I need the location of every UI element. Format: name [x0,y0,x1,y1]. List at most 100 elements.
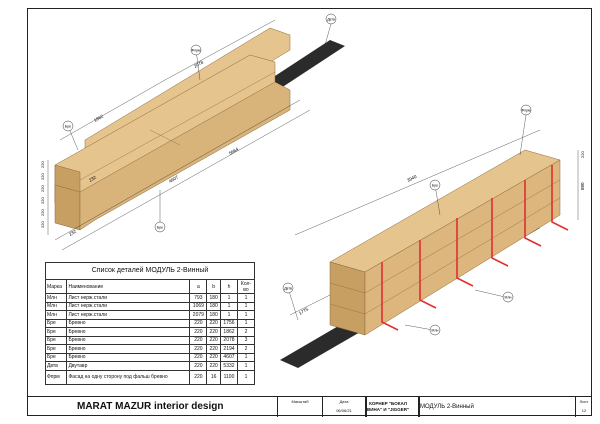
table-cell: 1 [219,293,239,303]
table-cell: Фпрм [44,369,68,385]
view1-height-dims: 220 220 220 220 220 220 [40,161,45,228]
table-cell: 220 [206,327,221,337]
table-cell: 220 [189,344,208,354]
dim-1862: 1862 [93,113,105,123]
callout-bubble [502,291,514,303]
svg-text:Бре: Бре [432,184,438,188]
table-cell: 220 [206,335,221,345]
table-cell: 220 [189,335,208,345]
svg-text:Бре: Бре [157,226,163,230]
dim-3940: 3940 [406,174,418,183]
table-cell: Бре [44,344,68,354]
scale-cell: Масштаб [277,397,322,417]
table-cell: Бре [44,327,68,337]
date-cell: Дата 06/06/21 [322,397,365,417]
sheet-frame [27,8,592,416]
table-cell: 220 [189,361,208,371]
view2-dimension-lines [289,129,579,316]
table-cell: Бревно [66,344,191,354]
table-cell: 220 [189,318,208,328]
svg-text:220: 220 [40,161,45,168]
callout-bubble [520,104,532,116]
svg-text:Бре: Бре [65,125,71,129]
dim-5664: 5664 [228,146,240,156]
table-cell: 220 [206,352,221,362]
title-block: MARAT MAZUR interior design Масштаб Дата… [27,396,592,417]
table-cell: Бревно [66,318,191,328]
date-value: 06/06/21 [336,408,352,413]
table-cell: 2 [237,344,255,354]
view1-assembly: 1862 2078 4607 5664 232 232 220 220 220 … [40,13,345,251]
company-name: MARAT MAZUR interior design [77,401,224,412]
view1-callout-bubbles: Фпрм Бре Бре Двтв [62,13,337,233]
view2-assembly: 3940 880 1775 220 Бре Фпрм Млн Млн [280,104,585,368]
table-cell: Двутавр [66,361,191,371]
table-cell: 1 [237,352,255,362]
dim-220: 220 [580,151,585,158]
dim-4607: 4607 [168,174,180,184]
table-cell: 1069 [189,301,208,311]
callout-bubble [429,324,441,336]
svg-text:Двтв: Двтв [327,18,335,22]
dim-880: 880 [580,182,585,190]
table-cell: Двтв [44,361,68,371]
table-cell: 180 [206,310,221,320]
table-cell: 220 [189,327,208,337]
svg-text:Млн: Млн [505,296,512,300]
callout-bubble [62,120,74,132]
table-cell: Лист нерж.стали [66,310,191,320]
dim-232-top: 232 [88,175,97,183]
table-cell: 3 [237,335,255,345]
table-cell: 1 [237,293,255,303]
table-cell: 220 [206,318,221,328]
table-cell: 2078 [219,335,239,345]
dim-1775: 1775 [298,306,310,316]
callout-bubble [154,221,166,233]
view2-log-ends [329,261,366,336]
table-cell: 220 [206,361,221,371]
table-cell: 2194 [219,344,239,354]
table-cell: 1 [237,369,255,385]
view1-log-end-bottom [54,184,81,231]
table-cell: 16 [206,369,221,385]
svg-text:220: 220 [40,209,45,216]
table-cell: 180 [206,301,221,311]
table-cell: Бревно [66,335,191,345]
sheet-cell: Лист 12 [575,397,592,417]
svg-text:220: 220 [40,185,45,192]
table-cell: 2079 [189,310,208,320]
callout-bubble [190,44,202,56]
svg-text:220: 220 [40,173,45,180]
parts-table-caption: Список деталей МОДУЛЬ 2-Винный [45,262,255,280]
dim-232-bottom: 232 [68,229,77,237]
table-cell: Млн [44,301,68,311]
view1-log-lower [79,81,291,231]
callout-bubble [429,179,441,191]
svg-text:Млн: Млн [432,329,439,333]
svg-text:220: 220 [40,221,45,228]
table-cell: Млн [44,310,68,320]
table-cell: 1756 [219,318,239,328]
table-cell: 2 [237,327,255,337]
svg-text:220: 220 [40,197,45,204]
table-cell: 1 [237,301,255,311]
table-cell: 1 [219,301,239,311]
table-cell: 180 [206,293,221,303]
table-cell: Фасад на одну сторону под фальш бревно [66,369,191,385]
table-cell: 1 [237,361,255,371]
dim-2078: 2078 [193,59,205,69]
table-cell: Бревно [66,352,191,362]
callout-bubble [325,13,337,25]
drawing-name-cell: МОДУЛЬ 2-Винный [418,397,575,417]
table-cell: 1 [219,310,239,320]
